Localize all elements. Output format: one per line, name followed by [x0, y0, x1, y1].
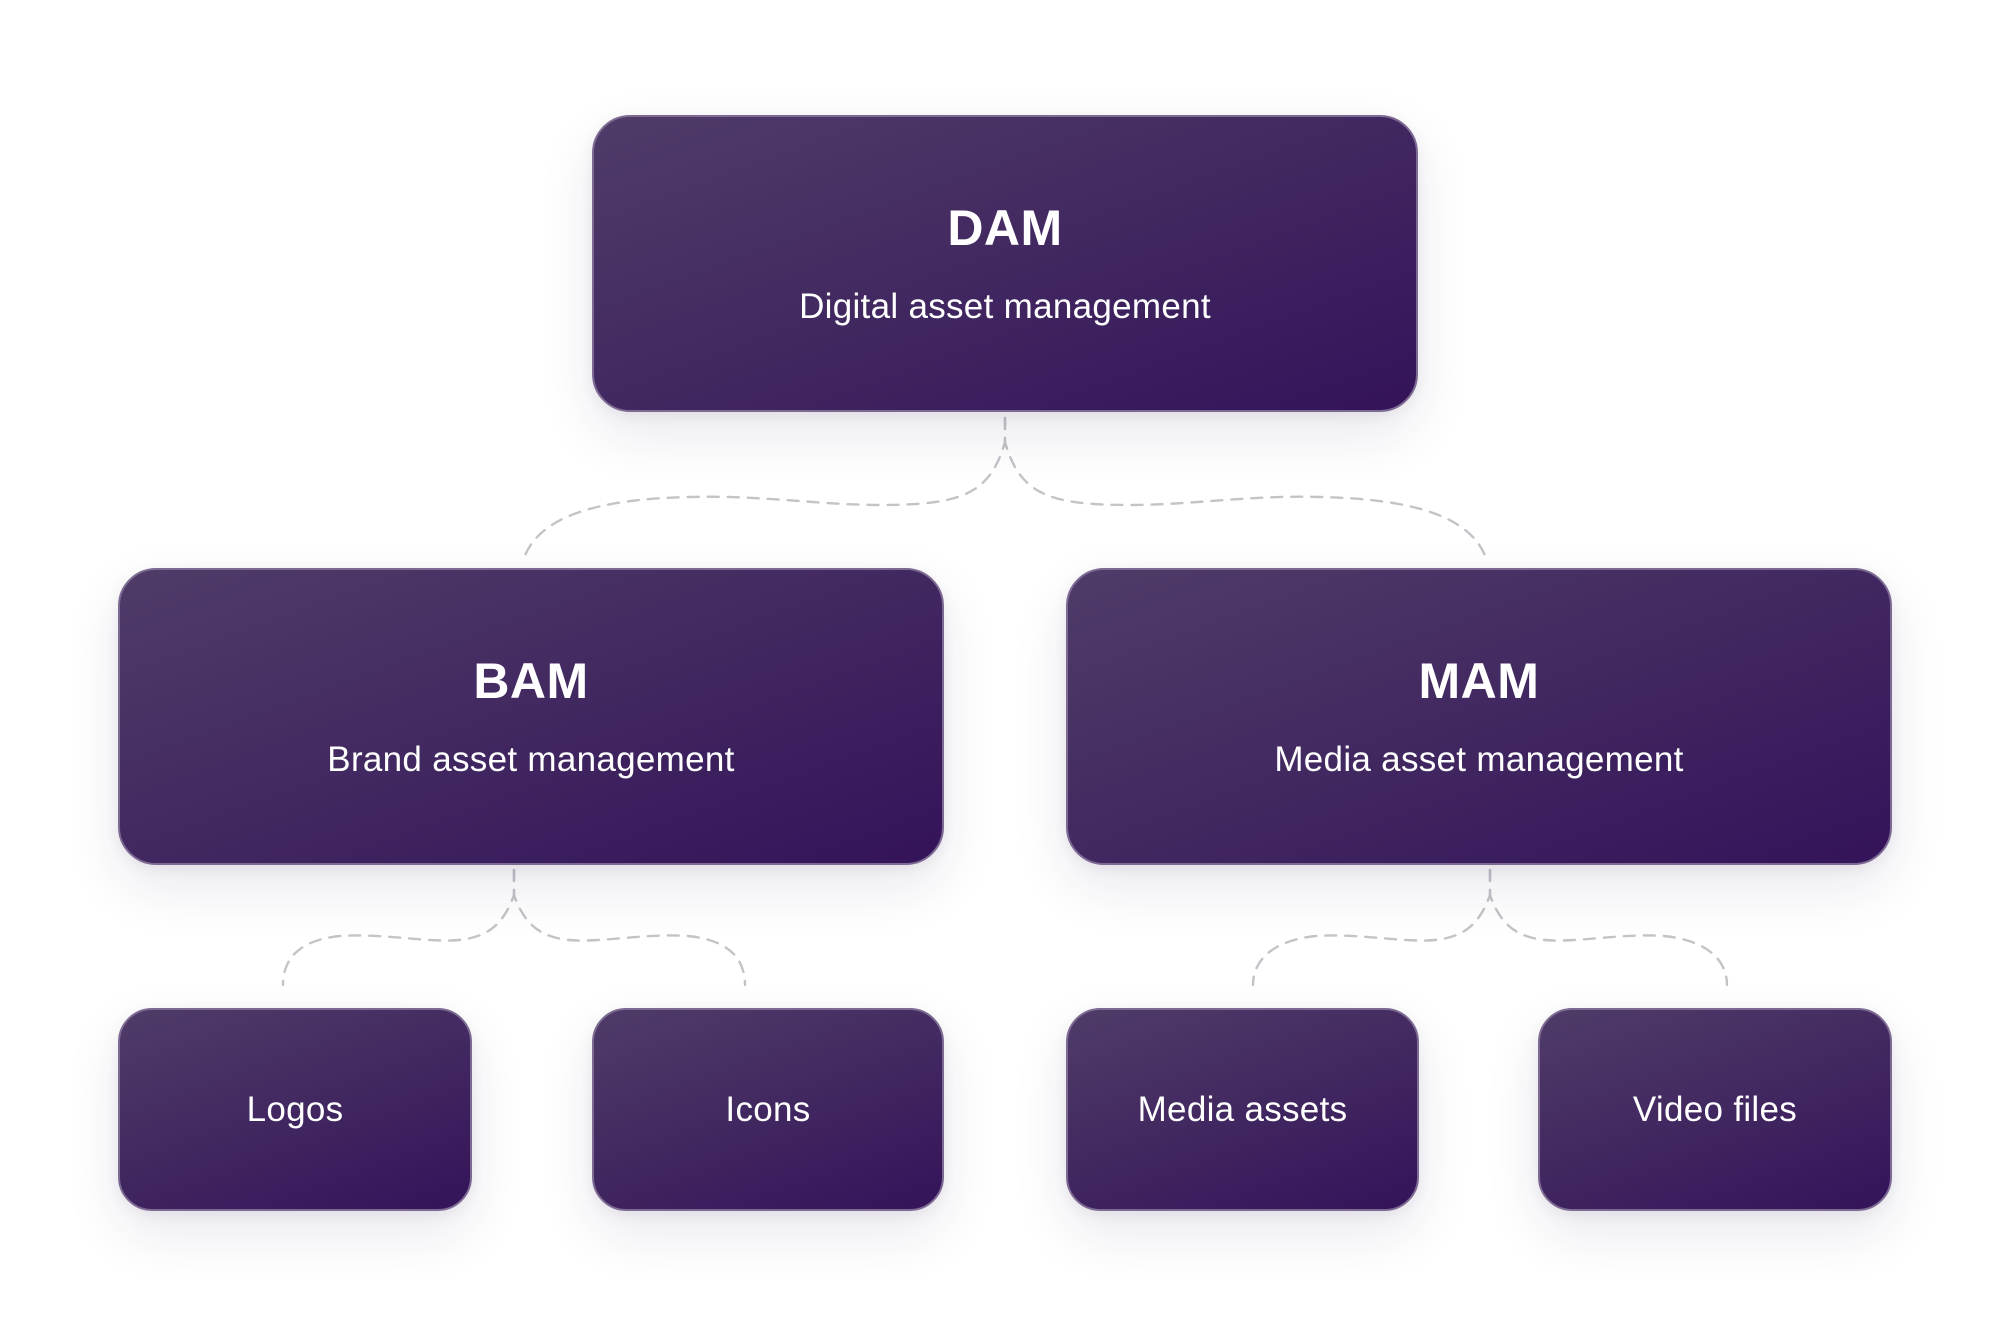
- node-logos: Logos: [118, 1008, 472, 1211]
- node-video-files-label: Video files: [1632, 1090, 1798, 1129]
- connector-bam-to-icons: [512, 868, 747, 987]
- node-media-assets: Media assets: [1066, 1008, 1419, 1211]
- node-video-files: Video files: [1538, 1008, 1892, 1211]
- node-mam-title: MAM: [1418, 653, 1540, 709]
- connector-mam-to-media-assets: [1251, 868, 1492, 987]
- node-icons: Icons: [592, 1008, 944, 1211]
- node-dam-title: DAM: [947, 200, 1063, 256]
- node-logos-label: Logos: [246, 1090, 344, 1129]
- node-media-assets-label: Media assets: [1137, 1090, 1348, 1129]
- connector-dam-to-mam: [1003, 416, 1488, 560]
- node-mam-subtitle: Media asset management: [1274, 740, 1684, 779]
- connector-bam-to-logos: [281, 868, 516, 987]
- node-bam-subtitle: Brand asset management: [327, 740, 735, 779]
- node-dam: DAM Digital asset management: [592, 115, 1418, 412]
- connector-mam-to-video-files: [1488, 868, 1729, 987]
- node-dam-subtitle: Digital asset management: [799, 287, 1211, 326]
- node-icons-label: Icons: [725, 1090, 811, 1129]
- node-mam: MAM Media asset management: [1066, 568, 1892, 865]
- connector-dam-to-bam: [522, 416, 1007, 560]
- node-bam: BAM Brand asset management: [118, 568, 944, 865]
- node-bam-title: BAM: [473, 653, 589, 709]
